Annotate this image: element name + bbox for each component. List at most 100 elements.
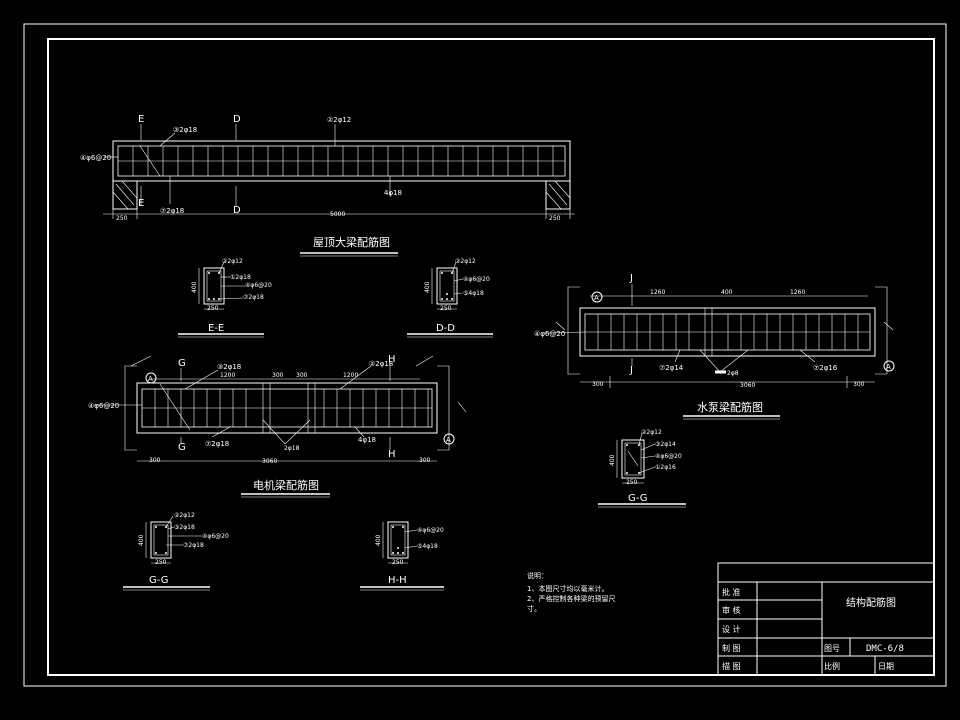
title-block-approve: 批 准 xyxy=(722,587,741,597)
title-block-design: 设 计 xyxy=(722,624,741,634)
notes-line-3: 寸。 xyxy=(527,604,541,613)
section-h-h-height: 400 xyxy=(375,534,382,546)
section-g-g-right-label-4: ①2φ16 xyxy=(655,464,676,471)
motor-dim-bottom-left: 300 xyxy=(149,457,161,464)
motor-axis-left-label: A xyxy=(148,375,153,383)
motor-axis-right xyxy=(443,433,455,445)
section-g-g-left-label-4: ⑦2φ18 xyxy=(183,542,204,549)
section-g-g-right-label-2: ③2φ14 xyxy=(655,441,676,448)
notes-heading: 说明： xyxy=(527,571,548,580)
motor-beam-outline xyxy=(136,382,438,434)
title-block-draw: 制 图 xyxy=(722,643,741,653)
motor-beam-elevation: A A G G H H ④φ6@20 ③2φ18 ②2φ18 ⑦2φ18 4φ1… xyxy=(88,354,467,498)
roof-dim-right: 250 xyxy=(549,215,561,222)
roof-left-top-bar-label: ③2φ18 xyxy=(173,126,197,134)
section-g-g-left-title: G-G xyxy=(149,575,168,586)
section-h-h-width: 250 xyxy=(392,559,404,566)
title-block-trace: 描 图 xyxy=(722,661,741,671)
section-d-d-outline xyxy=(436,267,458,305)
section-h-h: ④φ6@20 ⑤4φ18 400 250 H-H xyxy=(360,521,444,591)
outer-frame xyxy=(23,23,947,687)
roof-bottom-bar-label: ⑦2φ18 xyxy=(160,207,184,215)
section-d-d-label-1: ②2φ12 xyxy=(455,258,476,265)
motor-dim-bottom-mid: 3060 xyxy=(262,458,277,465)
motor-sec-mark-h-bottom: H xyxy=(388,449,396,460)
pump-axis-left-label: A xyxy=(594,294,599,302)
roof-sec-mark-e-bottom: E xyxy=(138,198,144,209)
motor-axis-left xyxy=(145,372,157,384)
motor-beam-stirrups xyxy=(154,389,429,427)
section-h-h-label-2: ⑤4φ18 xyxy=(417,543,438,550)
section-g-g-right-title: G-G xyxy=(628,493,647,504)
motor-sec-mark-g-top: G xyxy=(178,358,186,369)
section-g-g-left-height: 400 xyxy=(138,534,145,546)
pump-axis-right-label: A xyxy=(886,363,891,371)
title-block-drawing-no-label: 图号 xyxy=(824,644,840,653)
motor-dim-top-3: 300 xyxy=(296,372,308,379)
section-e-e: ②2φ12 ①2φ18 ④φ6@20 ⑦2φ18 400 250 E-E xyxy=(178,258,272,338)
roof-beam-outline xyxy=(112,140,571,182)
title-block-drawing-no: DMC-6/8 xyxy=(866,644,904,654)
pump-axis-left xyxy=(591,291,603,303)
pump-sec-mark-bottom: J xyxy=(629,365,633,376)
section-e-e-height: 400 xyxy=(191,281,198,293)
roof-dim-left: 250 xyxy=(116,215,128,222)
section-g-g-left-outline xyxy=(150,521,172,559)
motor-sec-mark-h-top: H xyxy=(388,354,396,365)
motor-top-right-label: ②2φ18 xyxy=(369,360,393,368)
section-d-d: ②2φ12 ④φ6@20 ⑤4φ18 400 250 D-D xyxy=(407,258,493,338)
roof-sec-mark-d-bottom: D xyxy=(233,205,241,216)
motor-stirrup-label: ④φ6@20 xyxy=(88,402,119,410)
notes: 说明： 1、本图尺寸均以毫米计。 2、严格控制各种梁的预留尺 寸。 xyxy=(527,571,615,613)
section-g-g-right-width: 250 xyxy=(626,479,638,486)
section-g-g-left-width: 250 xyxy=(155,559,167,566)
roof-beam-stirrups xyxy=(132,146,554,176)
motor-dim-top-2: 300 xyxy=(272,372,284,379)
motor-axis-right-label: A xyxy=(446,436,451,444)
pump-beam-stirrups xyxy=(597,314,859,350)
section-e-e-width: 250 xyxy=(207,305,219,312)
pump-stirrup-label: ④φ6@20 xyxy=(534,330,565,338)
motor-dim-bottom-right: 300 xyxy=(419,457,431,464)
section-h-h-label-1: ④φ6@20 xyxy=(417,527,444,534)
section-g-g-right: ②2φ12 ③2φ14 ④φ6@20 ①2φ16 400 250 G-G xyxy=(598,429,686,508)
section-g-g-left-label-1: ②2φ12 xyxy=(174,512,195,519)
section-g-g-right-label-3: ④φ6@20 xyxy=(655,453,682,460)
section-g-g-right-label-1: ②2φ12 xyxy=(641,429,662,436)
section-d-d-label-3: ⑤4φ18 xyxy=(463,290,484,297)
roof-sec-mark-e-top: E xyxy=(138,114,144,125)
roof-top-bar-label: ②2φ12 xyxy=(327,116,351,124)
section-e-e-label-4: ⑦2φ18 xyxy=(243,294,264,301)
roof-extra-bar-label: 4φ18 xyxy=(384,189,402,197)
pump-beam-title: 水泵梁配筋图 xyxy=(697,400,763,414)
section-h-h-outline xyxy=(387,521,409,559)
motor-mid-label: 2φ18 xyxy=(284,445,300,452)
section-g-g-left: ②2φ12 ③2φ18 ④φ6@20 ⑦2φ18 400 250 G-G xyxy=(123,512,229,591)
roof-dim-mid: 5000 xyxy=(330,211,345,218)
inner-frame xyxy=(47,38,935,676)
title-block-drawing-title: 结构配筋图 xyxy=(846,596,896,609)
motor-top-left-label: ③2φ18 xyxy=(217,363,241,371)
motor-bottom-left-label: ⑦2φ18 xyxy=(205,440,229,448)
pump-dim-top-left: 1260 xyxy=(650,289,665,296)
section-g-g-left-label-2: ③2φ18 xyxy=(174,524,195,531)
roof-sec-mark-d-top: D xyxy=(233,114,241,125)
section-d-d-label-2: ④φ6@20 xyxy=(463,276,490,283)
roof-support-left xyxy=(112,180,138,210)
pump-sec-mark-top: J xyxy=(629,273,633,284)
motor-dim-top-1: 1200 xyxy=(220,372,235,379)
section-d-d-width: 250 xyxy=(440,305,452,312)
section-g-g-left-label-3: ④φ6@20 xyxy=(202,533,229,540)
roof-beam-title: 屋顶大梁配筋图 xyxy=(313,235,390,249)
notes-line-2: 2、严格控制各种梁的预留尺 xyxy=(527,594,615,603)
section-e-e-label-3: ④φ6@20 xyxy=(245,282,272,289)
pump-bottom-right-label: ⑦2φ16 xyxy=(813,364,838,372)
pump-dim-bottom-right: 300 xyxy=(853,381,865,388)
motor-bottom-right-label: 4φ18 xyxy=(358,436,376,444)
pump-axis-right xyxy=(883,360,895,372)
section-e-e-label-2: ①2φ18 xyxy=(230,274,251,281)
motor-sec-mark-g-bottom: G xyxy=(178,442,186,453)
motor-dim-top-4: 1200 xyxy=(343,372,358,379)
section-e-e-title: E-E xyxy=(208,323,224,334)
title-block-review: 审 核 xyxy=(722,605,741,615)
